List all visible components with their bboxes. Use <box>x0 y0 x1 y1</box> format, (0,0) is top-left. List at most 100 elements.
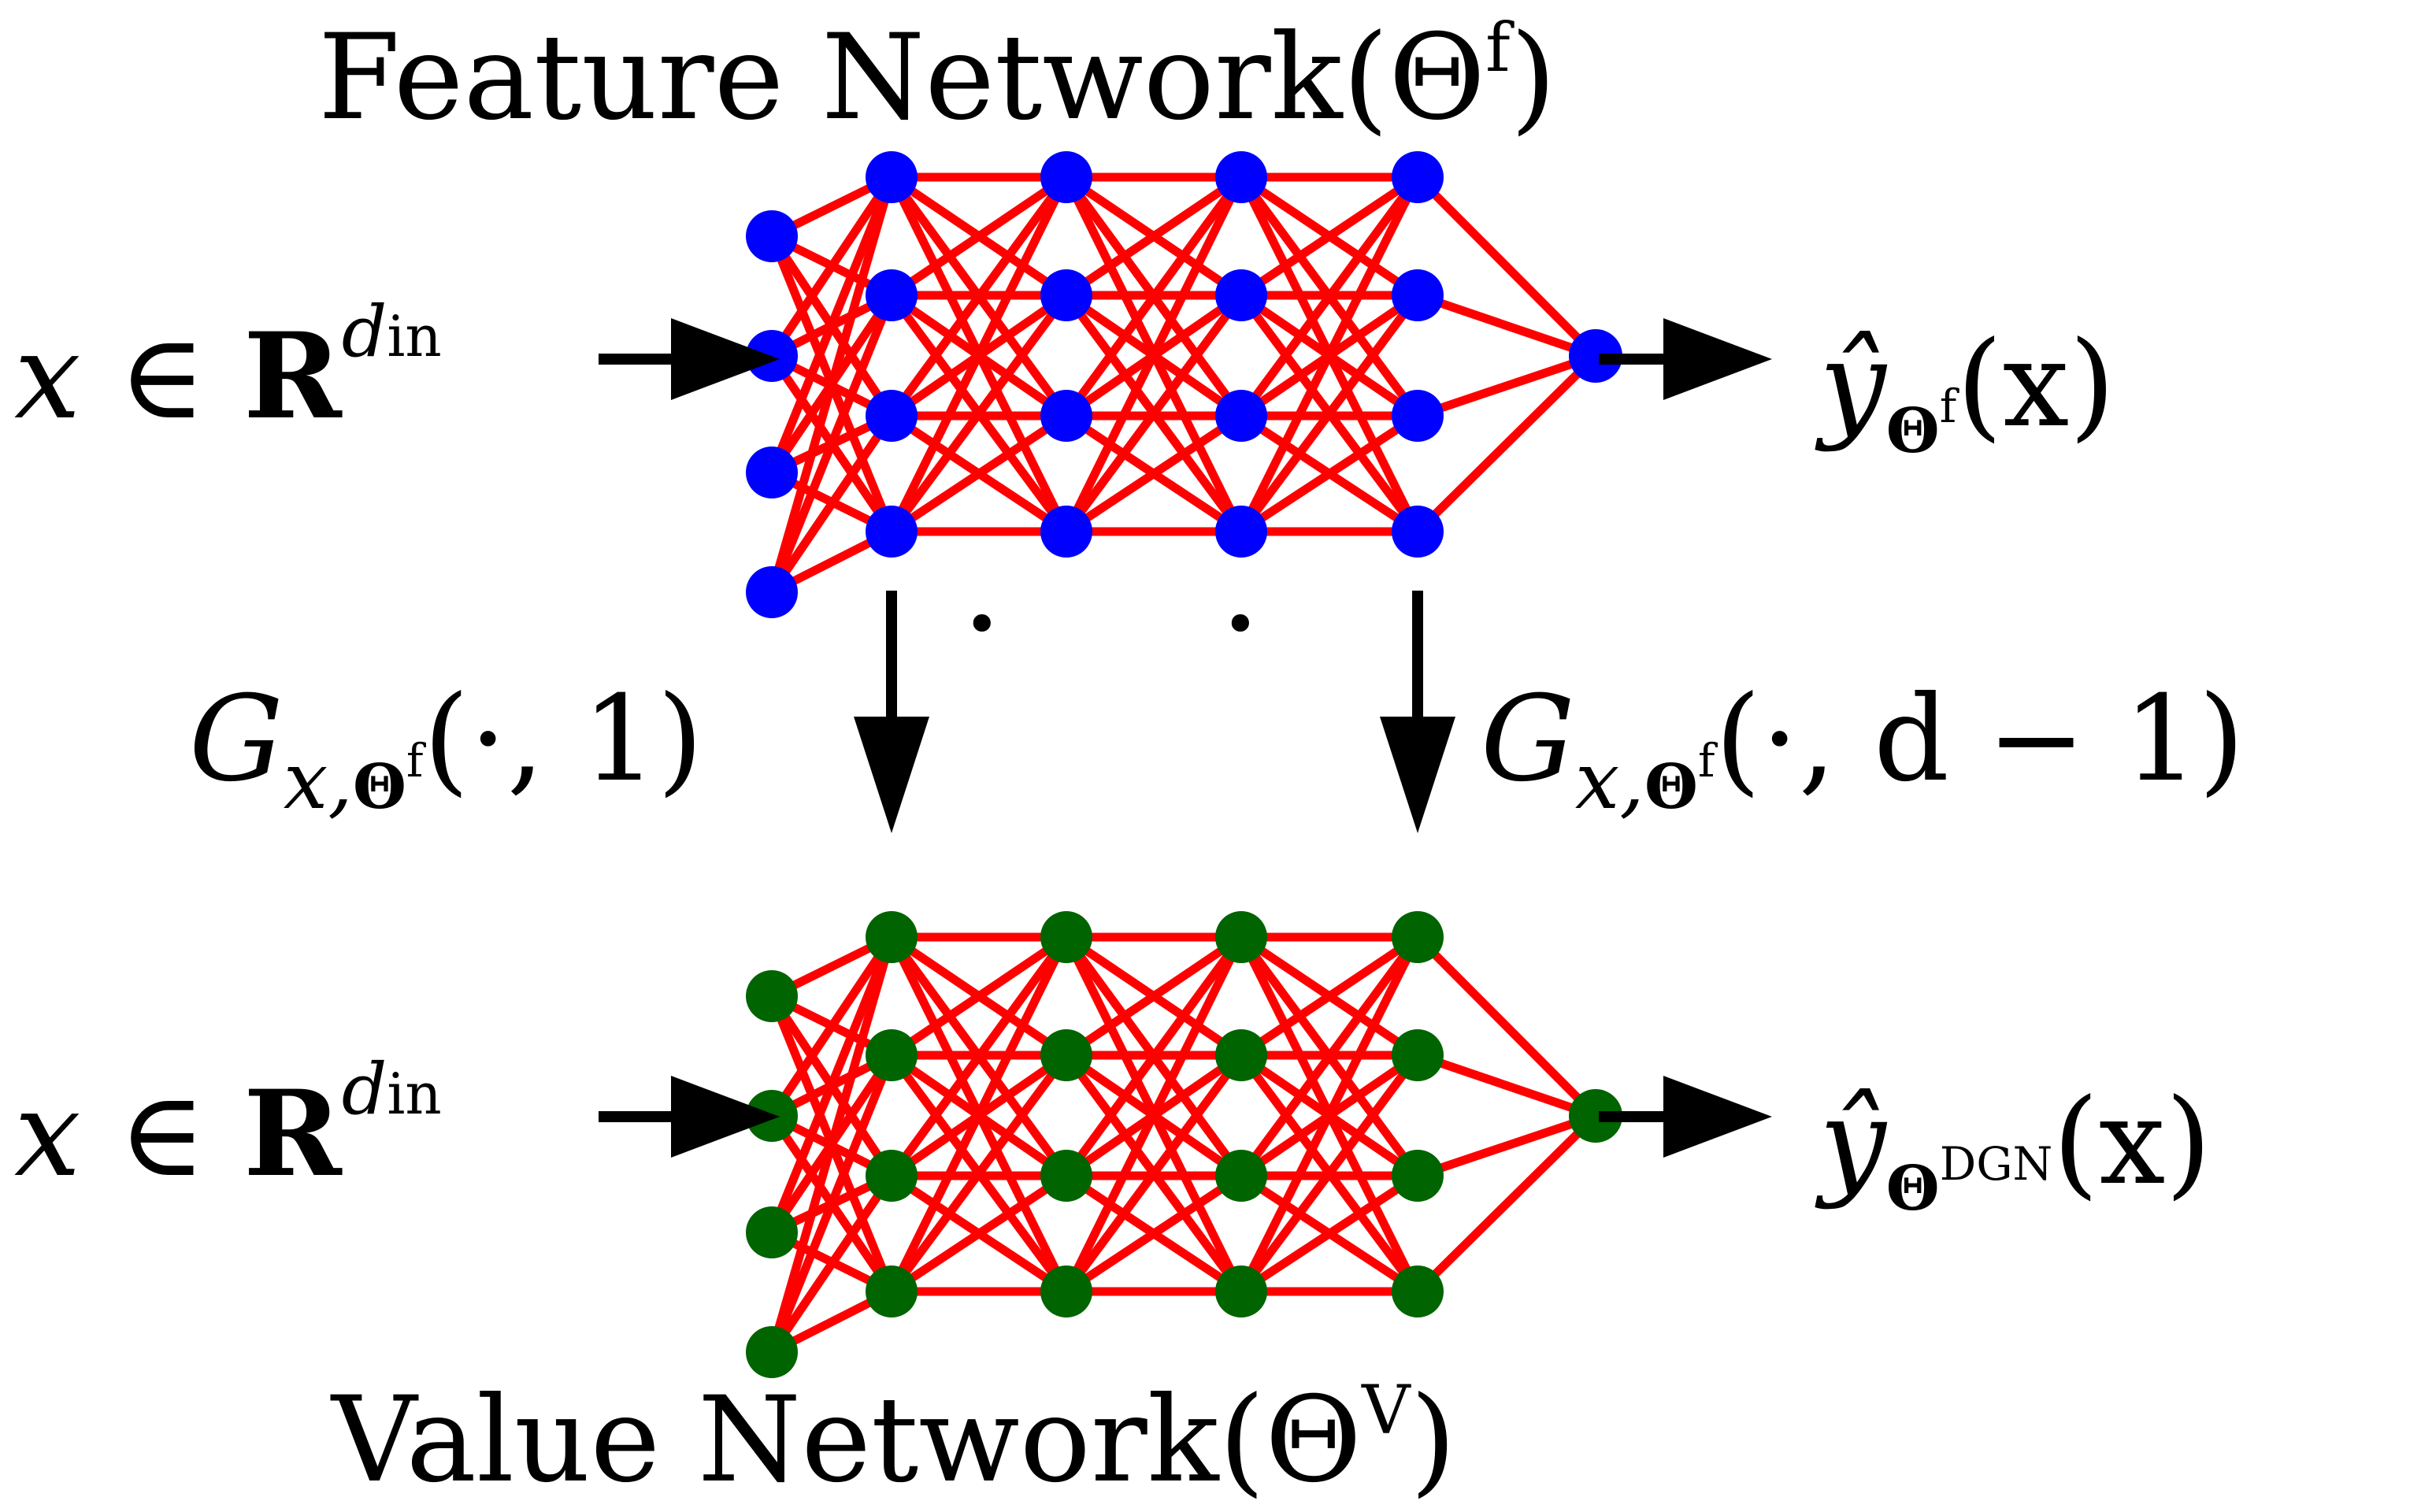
feature-node-l3-1 <box>1215 269 1267 321</box>
value-edge-l4-1-0 <box>1416 1051 1597 1121</box>
gate-sub-theta: Θ <box>353 751 406 823</box>
feature-node-l2-1 <box>1040 269 1092 321</box>
feature-output-label: ŷΘf(x) <box>1815 317 2115 467</box>
gate-sub-sup: f <box>406 734 426 788</box>
value-node-l3-1 <box>1215 1029 1267 1081</box>
value-node-l1-2 <box>866 1150 918 1202</box>
value-edge-l2-3-2 <box>1063 1172 1244 1295</box>
gate-symbol: G <box>189 671 284 808</box>
feature-node-l0-3 <box>746 566 798 618</box>
value-edge-l1-1-0 <box>888 933 1070 1059</box>
dim-sup: d <box>342 291 387 373</box>
feature-edge-l1-3-1 <box>888 292 1070 535</box>
feature-edge-l2-3-0 <box>1062 175 1245 534</box>
feature-edge-l2-3-1 <box>1062 292 1245 535</box>
feature-node-l3-3 <box>1215 506 1267 558</box>
feature-node-l0-0 <box>746 210 798 262</box>
value-edge-l0-3-2 <box>768 1173 895 1355</box>
value-edge-l1-3-1 <box>888 1052 1070 1295</box>
value-node-l5-0 <box>1569 1089 1622 1143</box>
feature-input-label: x ∈ Rdin <box>14 291 442 446</box>
feature-node-l4-2 <box>1392 390 1444 442</box>
value-output-arrow <box>1599 1076 1772 1158</box>
value-edge-l0-1-0 <box>768 934 895 1119</box>
feature-title-close: ) <box>1511 9 1557 146</box>
feature-network-title: Feature Network(Θf) <box>318 9 1556 146</box>
value-network-edges <box>767 932 1599 1356</box>
feature-edge-l4-2-0 <box>1416 351 1597 421</box>
value-edge-l2-2-0 <box>1062 934 1245 1179</box>
output-arg: (x) <box>2052 1074 2212 1211</box>
value-title-text: Value Network( <box>330 1372 1265 1509</box>
feature-edge-l4-0-0 <box>1414 174 1599 359</box>
feature-edge-l3-2-0 <box>1237 174 1422 419</box>
value-node-l1-0 <box>866 911 918 963</box>
value-edge-l4-2-0 <box>1416 1111 1597 1180</box>
feature-edge-l0-3-1 <box>767 293 896 595</box>
output-var: ŷ <box>1815 1074 1888 1211</box>
value-network-title: Value Network(ΘV) <box>330 1372 1456 1509</box>
feature-node-l4-0 <box>1392 151 1444 203</box>
value-edge-l4-0-0 <box>1414 934 1599 1119</box>
value-node-l1-1 <box>866 1029 918 1081</box>
gate-arrow-left <box>854 591 929 833</box>
feature-edge-l4-1-0 <box>1416 291 1597 361</box>
value-title-theta: Θ <box>1265 1372 1362 1509</box>
gate-sub-sup: f <box>1698 734 1718 788</box>
value-node-l4-2 <box>1392 1150 1444 1202</box>
element-of-symbol: ∈ <box>118 309 206 446</box>
feature-node-l5-0 <box>1569 329 1622 383</box>
value-node-l4-3 <box>1392 1266 1444 1317</box>
feature-network-edges <box>767 172 1599 596</box>
gate-sub-theta: Θ <box>1644 751 1698 823</box>
arrows <box>599 318 1772 1158</box>
input-var: x <box>14 309 81 446</box>
output-sub-theta: Θ <box>1886 1153 1940 1225</box>
value-output-label: ŷΘDGN(x) <box>1815 1074 2212 1225</box>
feature-title-sup: f <box>1485 9 1515 87</box>
gate-args: (·, d − 1) <box>1715 671 2245 808</box>
value-node-l4-0 <box>1392 911 1444 963</box>
feature-node-l3-2 <box>1215 390 1267 442</box>
feature-edge-l2-3-2 <box>1063 412 1244 536</box>
value-edge-l0-3-1 <box>767 1053 896 1354</box>
feature-title-text: Feature Network( <box>318 9 1388 146</box>
gate-args: (·, 1) <box>423 671 703 808</box>
feature-node-l1-1 <box>866 269 918 321</box>
feature-node-l4-1 <box>1392 269 1444 321</box>
value-node-l2-3 <box>1040 1266 1092 1317</box>
value-node-l4-1 <box>1392 1029 1444 1081</box>
output-sub-sup: f <box>1940 380 1959 433</box>
feature-node-l1-0 <box>866 151 918 203</box>
feature-edge-l2-1-0 <box>1063 173 1244 299</box>
feature-title-theta: Θ <box>1388 9 1485 146</box>
feature-edge-l3-3-1 <box>1237 292 1422 535</box>
feature-edge-l1-1-0 <box>888 173 1070 299</box>
value-node-l1-3 <box>866 1266 918 1317</box>
output-sub-theta: Θ <box>1886 395 1940 467</box>
value-edge-l4-3-0 <box>1414 1113 1599 1295</box>
feature-edge-l3-3-0 <box>1237 175 1422 534</box>
feature-node-l3-0 <box>1215 151 1267 203</box>
gate-label-right: Gx,Θf(·, d − 1) <box>1481 671 2245 827</box>
dim-sup-sub: in <box>387 303 441 369</box>
gate-sub: x, <box>1575 735 1644 827</box>
value-edge-l3-3-0 <box>1237 935 1422 1294</box>
value-edge-l1-3-2 <box>888 1172 1070 1295</box>
feature-edge-l1-3-0 <box>888 175 1070 534</box>
value-node-l2-2 <box>1040 1150 1092 1202</box>
feature-node-l0-1 <box>746 330 798 382</box>
feature-node-l2-3 <box>1040 506 1092 558</box>
feature-node-l1-3 <box>866 506 918 558</box>
feature-edge-l2-2-0 <box>1062 174 1245 419</box>
value-edge-l3-2-0 <box>1237 934 1422 1179</box>
value-node-l3-3 <box>1215 1266 1267 1317</box>
real-space-symbol: R <box>243 307 343 446</box>
value-node-l0-2 <box>746 1206 798 1258</box>
feature-node-l2-0 <box>1040 151 1092 203</box>
value-edge-l0-2-0 <box>767 935 896 1235</box>
output-var: ŷ <box>1815 317 1888 454</box>
gate-symbol: G <box>1481 671 1575 808</box>
value-edge-l2-1-0 <box>1063 933 1244 1059</box>
feature-network-nodes <box>746 151 1622 618</box>
